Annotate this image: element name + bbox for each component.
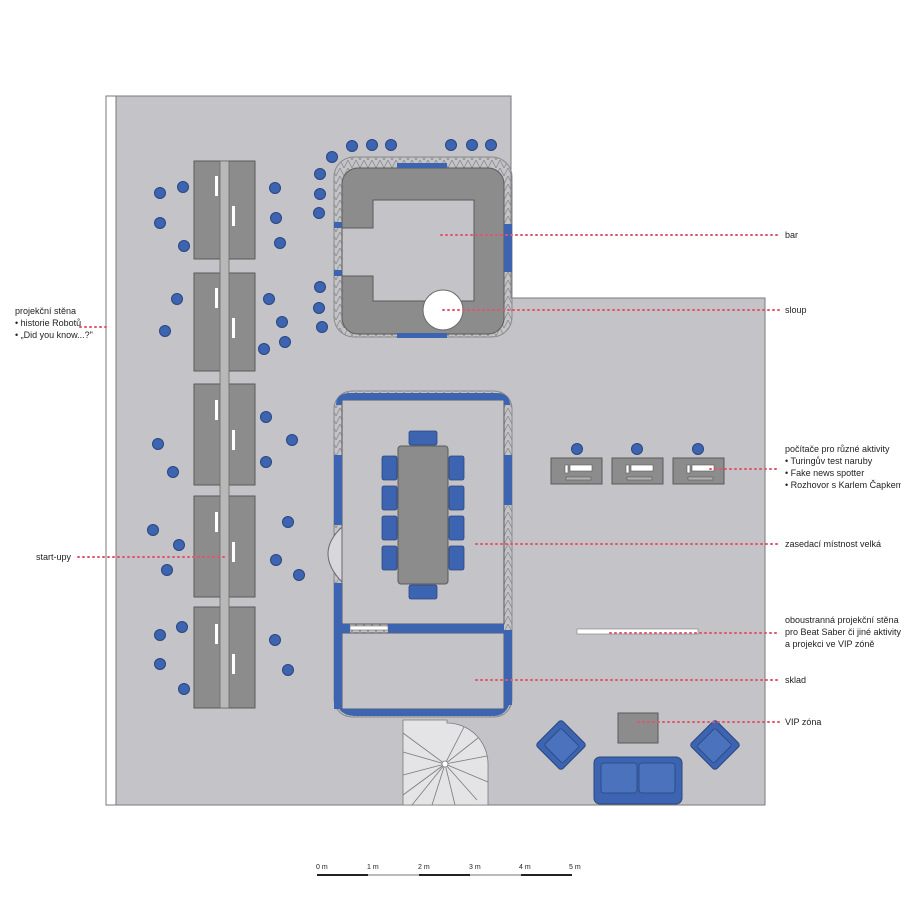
projection-wall: [105, 95, 117, 806]
scale-bar: [317, 874, 572, 876]
label-vip: VIP zóna: [785, 717, 822, 727]
meeting-door-arc: [327, 525, 343, 584]
bar-stools: [313, 139, 497, 333]
label-pillar: sloup: [785, 305, 807, 315]
label-computers: počítače pro různé aktivity • Turingův t…: [785, 444, 901, 490]
label-projection-wall: projekční stěna • historie Robotů • „Did…: [15, 306, 93, 340]
scale-label-0: 0 m: [316, 864, 328, 871]
meeting-blue-walls: [334, 393, 512, 716]
scale-label-3: 3 m: [469, 864, 481, 871]
computer-screens: [564, 464, 715, 481]
scale-label-4: 4 m: [519, 864, 531, 871]
storage-door: [349, 625, 389, 631]
desk-dividers: [219, 160, 230, 709]
scale-label-2: 2 m: [418, 864, 430, 871]
laptops: [215, 176, 235, 674]
computer-chairs: [571, 443, 704, 455]
scale-label-5: 5 m: [569, 864, 581, 871]
leader-lines: [77, 234, 781, 723]
scale-label-1: 1 m: [367, 864, 379, 871]
label-meeting-room: zasedací místnost velká: [785, 539, 882, 549]
startup-chairs: [147, 181, 305, 695]
spiral-staircase: [402, 719, 489, 806]
vip-armchair-left: [536, 720, 586, 770]
label-startups: start-upy: [36, 552, 72, 562]
bar-inner: [341, 199, 475, 302]
label-bar: bar: [785, 230, 799, 240]
vip-armchair-right: [690, 720, 740, 770]
vip-sofa: [593, 756, 683, 805]
label-storage: sklad: [785, 675, 807, 685]
double-projection-wall: [576, 628, 699, 635]
bar-blue-panels: [334, 163, 512, 338]
storage-room: [341, 632, 505, 710]
label-double-wall: oboustranná projekční stěna pro Beat Sab…: [785, 615, 901, 649]
meeting-table: [397, 445, 449, 585]
vip-table: [617, 712, 659, 744]
meeting-chairs: [381, 430, 465, 600]
